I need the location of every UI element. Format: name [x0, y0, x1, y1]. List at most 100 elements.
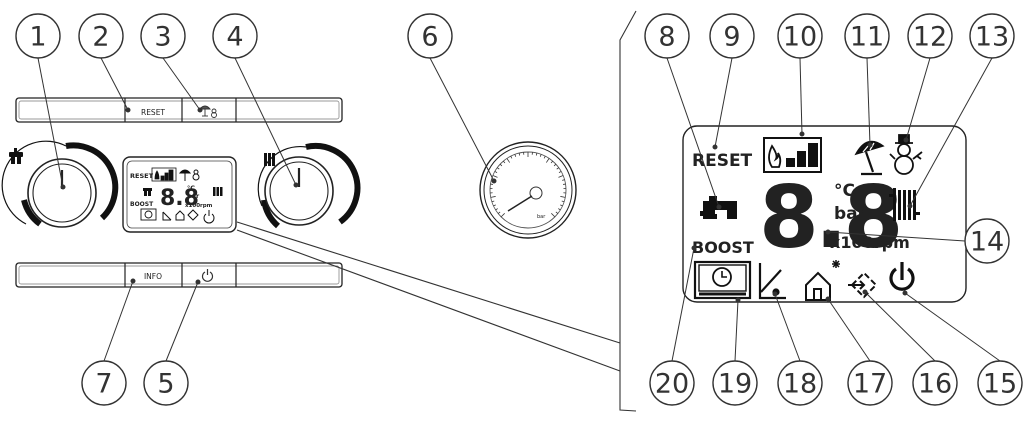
- callout-circle: [81, 360, 127, 406]
- callout-8: 8: [644, 13, 690, 59]
- gauge-tick: [510, 155, 513, 159]
- bottom-button-strip: [15, 262, 343, 288]
- dhw-temperature-knob[interactable]: [1, 140, 119, 228]
- gauge-tick: [558, 208, 561, 211]
- callout-11: 11: [844, 13, 890, 59]
- mini-boost-text: BOOST: [130, 201, 154, 208]
- lcd-rpm: x100rpm: [830, 233, 910, 252]
- gauge-tick: [497, 167, 500, 170]
- gauge-unit-label: bar: [537, 214, 546, 220]
- panel-lcd-display: RESET 8.8 °C bar x100rpm BOOST: [122, 156, 237, 233]
- gauge-tick: [514, 154, 517, 157]
- gauge-tick: [500, 213, 505, 218]
- callout-circle: [709, 13, 755, 59]
- gauge-tick: [490, 196, 496, 198]
- callout-circle: [777, 360, 823, 406]
- callout-7: 7: [81, 360, 127, 406]
- mini-tap-icon: [143, 188, 152, 196]
- mini-row-icons: [162, 209, 215, 224]
- umbrella-snowman-icon: [199, 105, 217, 118]
- standby-power-icon: [889, 262, 915, 291]
- callout-number: 11: [850, 22, 884, 53]
- gauge-tick: [560, 196, 566, 198]
- tap-icon: [9, 148, 23, 164]
- callout-number: 8: [658, 22, 675, 53]
- callout-1: 1: [15, 13, 61, 59]
- callout-number: 10: [783, 22, 817, 53]
- enlarged-lcd-display: RESET 8.8 °C bar: [682, 125, 967, 303]
- gauge-tick: [503, 160, 506, 164]
- callout-circle: [912, 360, 958, 406]
- callout-16: 16: [912, 360, 958, 406]
- callout-19: 19: [712, 360, 758, 406]
- ch-radiator-icon: [889, 188, 920, 221]
- gauge-tick: [561, 200, 565, 203]
- info-button[interactable]: INFO: [126, 265, 181, 285]
- callout-number: 13: [975, 22, 1009, 53]
- mini-snowman-icon: [192, 169, 200, 181]
- gauge-tick: [555, 211, 559, 214]
- callout-20: 20: [649, 360, 695, 406]
- gauge-tick: [518, 152, 521, 156]
- reset-button[interactable]: RESET: [126, 100, 181, 120]
- gauge-tick: [562, 179, 565, 181]
- summer-winter-button[interactable]: [183, 100, 235, 120]
- gauge-tick: [543, 155, 546, 159]
- callout-12: 12: [907, 13, 953, 59]
- callout-number: 4: [226, 22, 243, 53]
- mini-rpm: x100rpm: [185, 203, 213, 209]
- callout-number: 17: [853, 369, 887, 400]
- callout-circle: [212, 13, 258, 59]
- gauge-tick: [493, 204, 496, 207]
- gauge-tick: [497, 211, 501, 214]
- power-button[interactable]: [183, 265, 235, 285]
- gauge-tick: [553, 163, 557, 167]
- lcd-reset-text: RESET: [692, 151, 753, 171]
- gauge-tick: [491, 200, 495, 203]
- reset-button-label: RESET: [141, 108, 165, 117]
- callout-2: 2: [78, 13, 124, 59]
- callout-leader-lines: [37, 57, 1001, 362]
- callout-4: 4: [212, 13, 258, 59]
- callout-number: 2: [92, 22, 109, 53]
- callout-number: 20: [655, 369, 689, 400]
- callout-15: 15: [977, 360, 1023, 406]
- radiator-icon: [264, 153, 275, 166]
- mini-clock-icon: [140, 208, 157, 221]
- callout-circle: [649, 360, 695, 406]
- gauge-tick: [560, 204, 563, 207]
- callout-circle: [143, 360, 189, 406]
- callout-13: 13: [969, 13, 1015, 59]
- callout-circle: [712, 360, 758, 406]
- mini-reset-text: RESET: [130, 172, 154, 180]
- callout-circle: [907, 13, 953, 59]
- remote-control-icon: [848, 271, 878, 299]
- callout-number: 15: [983, 369, 1017, 400]
- mini-celsius: °C: [187, 184, 195, 192]
- callout-circle: [777, 13, 823, 59]
- callout-number: 19: [718, 369, 752, 400]
- gauge-tick: [558, 171, 562, 174]
- callout-circle: [140, 13, 186, 59]
- gauge-tick: [558, 175, 564, 178]
- callout-number: 9: [723, 22, 740, 53]
- power-icon: [201, 269, 214, 282]
- callout-circle: [977, 360, 1023, 406]
- callout-number: 12: [913, 22, 947, 53]
- gauge-tick: [492, 175, 498, 178]
- callout-circle: [844, 13, 890, 59]
- callout-17: 17: [847, 360, 893, 406]
- callout-number: 7: [95, 369, 112, 400]
- callout-circle: [969, 13, 1015, 59]
- callout-10: 10: [777, 13, 823, 59]
- zoom-leader-lines: [236, 10, 637, 412]
- callout-circle: [78, 13, 124, 59]
- callout-6: 6: [407, 13, 453, 59]
- callout-circle: [407, 13, 453, 59]
- callout-18: 18: [777, 360, 823, 406]
- mini-digits: 8.8: [160, 186, 199, 211]
- mini-radiator-icon: [213, 187, 223, 196]
- ch-temperature-knob[interactable]: [257, 142, 361, 229]
- gauge-tick: [494, 171, 498, 174]
